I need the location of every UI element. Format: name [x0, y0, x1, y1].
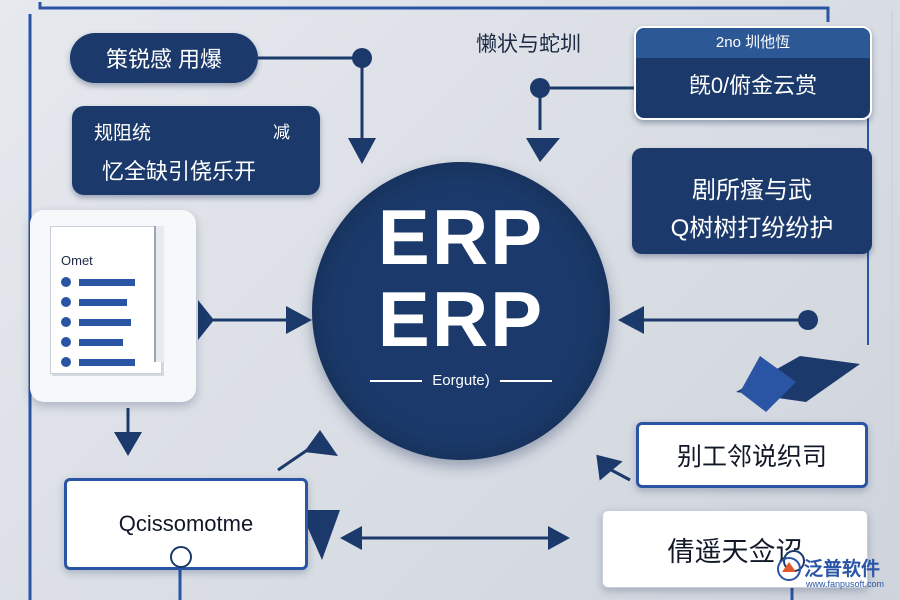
node-left-box-header: 规阻统 [94, 123, 152, 144]
node-top-label: 懒状与蛇圳 [476, 33, 581, 56]
node-top-left-pill: 策锐感 用爆 [70, 33, 258, 83]
node-right-box-1-body: 旣0/俯金云赏 [688, 73, 818, 98]
node-right-box-1-header: 2no 圳他恆 [636, 28, 870, 58]
brand-mark-icon [777, 557, 801, 581]
connector-node [170, 546, 192, 568]
erp-title-line-2: ERP [377, 275, 545, 363]
node-left-box-body: 忆全缺引侥乐开 [102, 159, 257, 184]
node-right-box-1: 2no 圳他恆 旣0/俯金云赏 [634, 26, 872, 120]
connector-node [352, 48, 372, 68]
node-bottom-right-box-1: 别工邻说织司 [636, 422, 868, 488]
node-right-box-2-line-1: 剧所瘙与武 [692, 177, 812, 204]
node-right-box-2: 剧所瘙与武 Q树树打纷纷护 [632, 148, 872, 254]
document-card: Omet [30, 210, 196, 402]
node-right-box-2-line-2: Q树树打纷纷护 [670, 215, 834, 242]
document-title: Omet [61, 253, 93, 268]
connector-node [530, 78, 550, 98]
node-left-box-header-right: 减 [273, 123, 290, 142]
document-icon: Omet [50, 226, 162, 374]
erp-title-line-1: ERP [377, 193, 545, 281]
node-left-box: 规阻统 减 忆全缺引侥乐开 [72, 106, 320, 195]
document-fold [154, 226, 164, 362]
watermark-url: www.fanpusoft.com [806, 579, 885, 589]
connector-node [798, 310, 818, 330]
erp-subtitle: Eorgute) [312, 372, 610, 389]
erp-core-circle: ERP ERP Eorgute) [312, 162, 610, 460]
watermark-brand: 泛普软件 [804, 559, 881, 580]
watermark-logo: 泛普软件 www.fanpusoft.com [776, 552, 896, 596]
node-bottom-right-box-2: 倩遥天佥诏 [602, 510, 868, 588]
